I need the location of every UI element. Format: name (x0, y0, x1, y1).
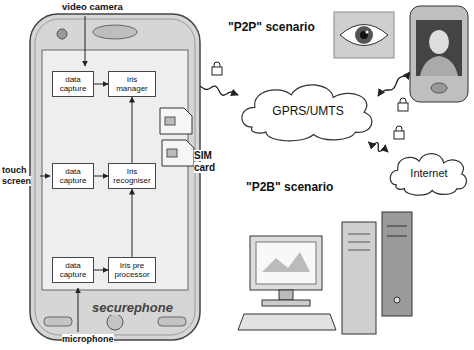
process-box: Iris recogniser (108, 163, 156, 189)
component-label: SIM card (194, 150, 215, 173)
server-computers (250, 236, 322, 290)
server-computers (387, 226, 407, 227)
mobile-phone-image (410, 6, 468, 102)
lock-icon (400, 98, 406, 103)
cloud-outline (242, 85, 372, 141)
sim-card (165, 117, 175, 125)
server-computers (342, 222, 376, 334)
box-label: Iris manager (112, 75, 152, 93)
connector (200, 86, 238, 95)
lock-icon (394, 126, 404, 139)
lock-icon (212, 67, 222, 75)
lock-icon (394, 131, 404, 139)
process-box: Iris pre processor (108, 257, 156, 283)
box-label: data capture (56, 167, 90, 185)
lock-icon (398, 98, 408, 111)
eye-image (334, 12, 394, 58)
connector (132, 189, 133, 257)
phone-body (44, 317, 72, 326)
server-computers (238, 314, 336, 330)
label-slot: touch screen (2, 165, 38, 187)
eye-image (366, 31, 369, 34)
connector (369, 142, 389, 152)
connector (94, 176, 108, 177)
leader-line (78, 288, 79, 332)
server-computers (262, 252, 310, 272)
phone-body (30, 14, 200, 340)
sim-card (162, 140, 194, 166)
scenario-label: "P2B" scenario (246, 180, 333, 194)
process-box: data capture (52, 71, 94, 97)
network-cloud: GPRS/UMTS (238, 80, 378, 142)
connector (94, 84, 108, 85)
cloud-label: GPRS/UMTS (272, 104, 343, 118)
eye-image (355, 26, 373, 44)
mobile-phone-image (429, 30, 449, 54)
lock-icon (396, 126, 402, 131)
sim-card (167, 149, 177, 157)
network-cloud: Internet (388, 150, 470, 196)
process-box: data capture (52, 257, 94, 283)
box-label: Iris pre processor (112, 261, 152, 279)
lock-icon (398, 103, 408, 111)
eye-image (334, 12, 394, 58)
server-computers (256, 242, 316, 284)
lock-icon (214, 62, 220, 67)
server-computers (262, 300, 310, 306)
scenario-label: "P2P" scenario (228, 20, 315, 34)
label-slot: SIM card (194, 150, 222, 174)
mobile-phone-image (416, 20, 462, 76)
connector (132, 97, 133, 163)
label-slot: "P2P" scenario (228, 20, 315, 34)
box-label: Iris recogniser (112, 167, 152, 185)
phone-body (30, 14, 200, 340)
phone-body (35, 19, 195, 335)
label-slot: "P2B" scenario (246, 180, 333, 194)
sim-card (160, 108, 194, 166)
leader-line (40, 176, 50, 177)
server-computers (394, 297, 400, 303)
mobile-phone-image (431, 83, 447, 93)
server-computers (279, 290, 293, 300)
phone-body (158, 317, 186, 326)
server-computers (382, 212, 412, 316)
leader-line (378, 72, 410, 96)
box-label: data capture (56, 75, 90, 93)
brand-logo: securephone (92, 300, 173, 315)
label-slot: video camera (62, 1, 123, 12)
server-computers (387, 236, 407, 237)
phone-body (57, 29, 67, 39)
server-computers (348, 234, 370, 235)
phone-body (107, 314, 123, 330)
eye-image (340, 25, 388, 46)
server-computers (348, 242, 370, 243)
label-slot: microphone (62, 334, 114, 345)
component-label: microphone (62, 334, 114, 344)
box-label: data capture (56, 261, 90, 279)
leader-line (85, 16, 86, 66)
server-computers (348, 250, 370, 251)
process-box: data capture (52, 163, 94, 189)
lock-icon (212, 62, 222, 75)
component-label: touch screen (2, 165, 31, 186)
component-label: video camera (62, 1, 123, 12)
cloud-label: Internet (410, 167, 447, 179)
cloud-outline (390, 154, 466, 196)
process-box: Iris manager (108, 71, 156, 97)
sim-card (160, 108, 192, 134)
eye-image (360, 31, 368, 39)
mobile-phone-image (420, 56, 458, 76)
connector (94, 270, 108, 271)
mobile-phone-image (410, 6, 468, 102)
phone-device: data captureIris managerdata captureIris… (30, 14, 200, 340)
phone-body (42, 50, 188, 290)
server-computers (238, 212, 412, 334)
phone-body (93, 25, 137, 39)
